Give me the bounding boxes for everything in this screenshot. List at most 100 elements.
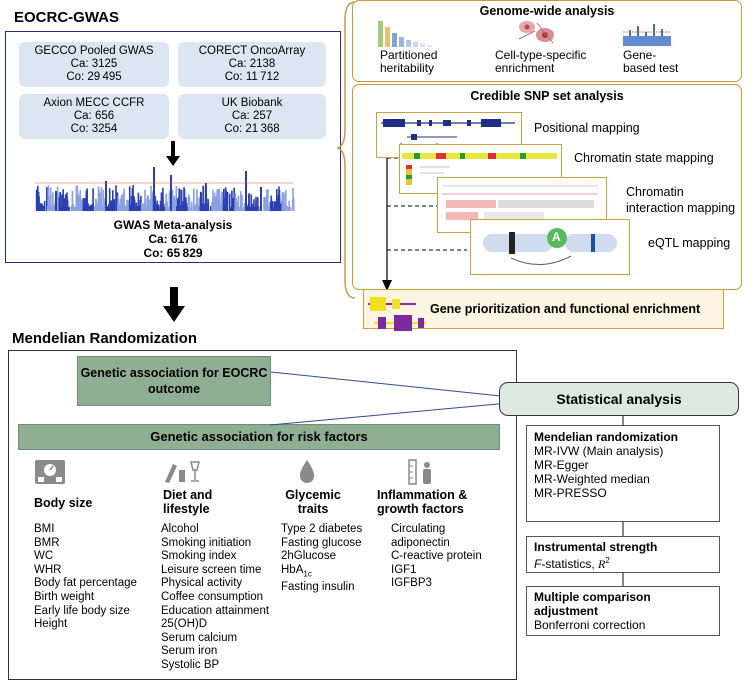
cohort-co: Co: 11 712 xyxy=(224,71,280,83)
gene-prioritization-title: Gene prioritization and functional enric… xyxy=(430,302,701,316)
manhattan-point xyxy=(292,197,295,211)
manhattan-point xyxy=(236,202,238,211)
manhattan-point xyxy=(190,207,193,211)
cat-diet-title: Diet and lifestyle xyxy=(163,488,233,516)
list-item: IGFBP3 xyxy=(391,577,432,590)
manhattan-point xyxy=(64,194,67,211)
manhattan-point xyxy=(104,206,106,211)
manhattan-point xyxy=(248,193,250,211)
manhattan-point xyxy=(151,207,154,211)
interaction-track-icon xyxy=(442,185,598,220)
list-item: Systolic BP xyxy=(161,658,220,671)
manhattan-point xyxy=(98,192,101,211)
meta-co: Co: 65 829 xyxy=(143,246,203,260)
manhattan-point xyxy=(272,207,275,211)
manhattan-point xyxy=(183,199,185,211)
manhattan-point xyxy=(42,206,45,211)
manhattan-point xyxy=(173,195,176,211)
manhattan-point xyxy=(59,192,61,211)
manhattan-point xyxy=(177,197,180,211)
manhattan-point xyxy=(211,202,213,211)
manhattan-point xyxy=(148,199,151,211)
manhattan-point xyxy=(75,185,78,211)
big-down-arrow-icon xyxy=(163,287,185,322)
manhattan-point xyxy=(249,207,252,211)
manhattan-point xyxy=(58,202,61,211)
manhattan-point xyxy=(179,206,181,211)
manhattan-point xyxy=(250,194,252,211)
manhattan-point xyxy=(134,206,137,211)
manhattan-point xyxy=(213,192,216,211)
manhattan-point xyxy=(144,199,147,211)
brace-icon xyxy=(337,1,356,299)
manhattan-point xyxy=(92,188,94,211)
manhattan-peak xyxy=(55,191,57,211)
cohort-ca: Ca: 3125 xyxy=(70,58,118,70)
inflammation-list: Circulating adiponectin C-reactive prote… xyxy=(391,523,482,591)
manhattan-point xyxy=(240,191,242,211)
meta-ca: Ca: 6176 xyxy=(148,232,198,246)
manhattan-point xyxy=(108,188,111,211)
instrumental-strength-box: Instrumental strength F-statistics, R2 xyxy=(526,536,720,573)
chromosome-icon xyxy=(483,228,617,266)
mr-methods-title: Mendelian randomization xyxy=(534,430,679,444)
manhattan-point xyxy=(180,189,183,211)
drop-icon xyxy=(299,460,315,483)
manhattan-point xyxy=(177,206,179,211)
manhattan-point xyxy=(147,195,149,211)
manhattan-point xyxy=(207,198,209,211)
manhattan-point xyxy=(196,189,198,211)
manhattan-point xyxy=(174,198,177,211)
cohort-name: GECCO Pooled GWAS xyxy=(34,45,154,57)
manhattan-point xyxy=(35,189,38,211)
cell-enrichment-icon xyxy=(518,21,554,44)
manhattan-point xyxy=(218,188,221,211)
manhattan-peak xyxy=(260,187,262,211)
manhattan-point xyxy=(76,185,79,211)
manhattan-point xyxy=(171,189,174,211)
manhattan-point xyxy=(112,206,114,211)
cohort-name: Axion MECC CCFR xyxy=(43,97,145,109)
manhattan-point xyxy=(123,188,125,211)
manhattan-point xyxy=(255,196,257,211)
list-item: IGF1 xyxy=(391,563,417,576)
manhattan-point xyxy=(167,207,169,211)
list-item: Smoking index xyxy=(161,550,237,563)
manhattan-point xyxy=(96,206,99,211)
connector-lines xyxy=(270,371,521,426)
manhattan-point xyxy=(162,187,164,211)
manhattan-point xyxy=(36,196,39,211)
heritability-bars-icon xyxy=(378,21,432,47)
manhattan-point xyxy=(271,201,274,211)
manhattan-point xyxy=(48,196,50,211)
meta-title: GWAS Meta-analysis xyxy=(113,218,233,232)
manhattan-point xyxy=(63,198,66,211)
manhattan-point xyxy=(133,207,135,211)
cohort-corect: CORECT OncoArray Ca: 2138 Co: 11 712 xyxy=(178,42,326,87)
credible-title: Credible SNP set analysis xyxy=(470,89,624,103)
manhattan-point xyxy=(73,207,76,211)
manhattan-point xyxy=(176,198,179,211)
manhattan-point xyxy=(83,198,85,211)
manhattan-point xyxy=(217,189,220,211)
manhattan-point xyxy=(279,205,282,211)
manhattan-point xyxy=(102,189,105,211)
manhattan-point xyxy=(196,204,198,211)
manhattan-point xyxy=(241,195,243,211)
list-item: Height xyxy=(34,618,68,631)
outcome-text: Genetic association for EOCRC outcome xyxy=(80,366,268,396)
list-item: Birth weight xyxy=(34,590,95,603)
manhattan-point xyxy=(82,206,85,211)
manhattan-point xyxy=(62,189,64,211)
growth-chart-icon xyxy=(408,459,431,485)
cohort-co: Co: 21 368 xyxy=(224,123,280,135)
manhattan-point xyxy=(139,199,141,211)
manhattan-point xyxy=(106,206,109,211)
manhattan-point xyxy=(80,198,83,211)
manhattan-point xyxy=(240,206,242,211)
gw-item-gene-based: Gene-based test xyxy=(623,48,679,75)
hba1c-text: HbA1c xyxy=(281,563,312,579)
manhattan-point xyxy=(276,189,278,211)
manhattan-point xyxy=(225,197,228,211)
manhattan-point xyxy=(215,207,217,211)
